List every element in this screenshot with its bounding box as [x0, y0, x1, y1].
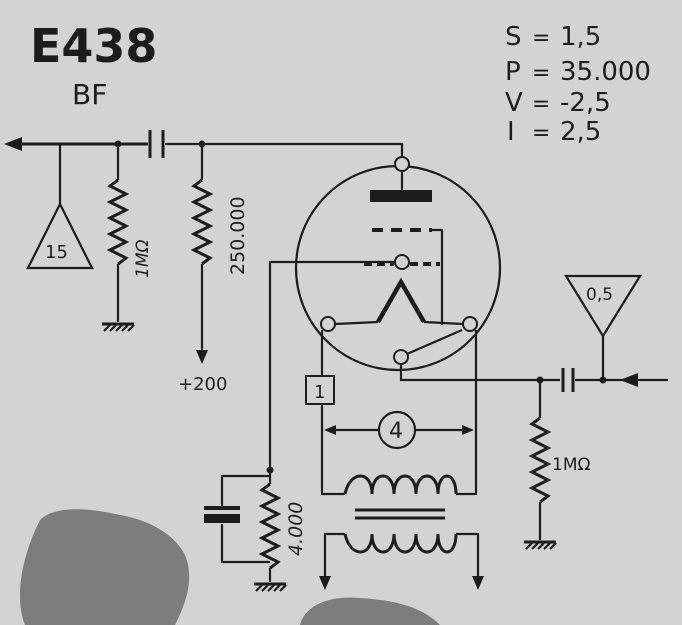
resistor-grid-left: 1MΩ [106, 144, 153, 322]
anode-plate [370, 190, 432, 202]
spec-sep: = [532, 121, 550, 146]
tube-envelope [294, 156, 502, 372]
spec-key: S [505, 22, 522, 52]
spec-value: -2,5 [560, 88, 611, 118]
ground-symbol [254, 582, 287, 592]
spec-sep: = [532, 61, 550, 86]
output-line [4, 137, 404, 158]
resistor-cathode: 4.000 [258, 466, 307, 582]
meter-right-value: 0,5 [586, 285, 613, 305]
transformer [319, 474, 484, 590]
pin-box: 1 [305, 375, 335, 405]
spec-value: 35.000 [560, 57, 651, 87]
spec-sep: = [532, 26, 550, 51]
pin-box-value: 1 [314, 382, 325, 403]
resistor-cathode-value: 4.000 [285, 502, 307, 556]
resistor-input: 1MΩ [528, 380, 590, 540]
heater-filament [376, 277, 426, 324]
spec-sep: = [532, 92, 550, 117]
heater-lead-left [320, 330, 345, 496]
smudge-left [20, 509, 190, 625]
spec-value: 1,5 [560, 22, 601, 52]
grid-lead [268, 260, 395, 470]
bypass-capacitor [204, 474, 270, 564]
ground-symbol [524, 540, 557, 550]
model-label: E438 [30, 19, 157, 73]
spec-value: 2,5 [560, 117, 601, 147]
spec-key: I [507, 117, 515, 147]
resistor-input-value: 1MΩ [552, 455, 590, 475]
pin-circle-value: 4 [389, 419, 403, 444]
band-label: BF [72, 78, 107, 111]
spec-key: V [505, 88, 523, 118]
pin-circle: 4 [324, 410, 474, 450]
meter-left: 15 [26, 144, 94, 270]
input-line [399, 364, 668, 392]
supply-voltage-label: +200 [178, 374, 227, 395]
resistor-anode-value: 250.000 [227, 196, 249, 275]
ground-symbol [102, 322, 135, 332]
coupling-capacitor-top [148, 130, 165, 158]
meter-left-value: 15 [45, 242, 68, 263]
resistor-anode: 250.000 [190, 144, 249, 364]
heater-lead-right [456, 330, 478, 496]
spec-key: P [505, 57, 521, 87]
meter-right: 0,5 [564, 274, 642, 380]
spec-list: S = 1,5 P = 35.000 V = -2,5 I = 2,5 [505, 22, 651, 147]
resistor-grid-left-value: 1MΩ [133, 240, 153, 278]
smudge-bottom [300, 597, 440, 625]
